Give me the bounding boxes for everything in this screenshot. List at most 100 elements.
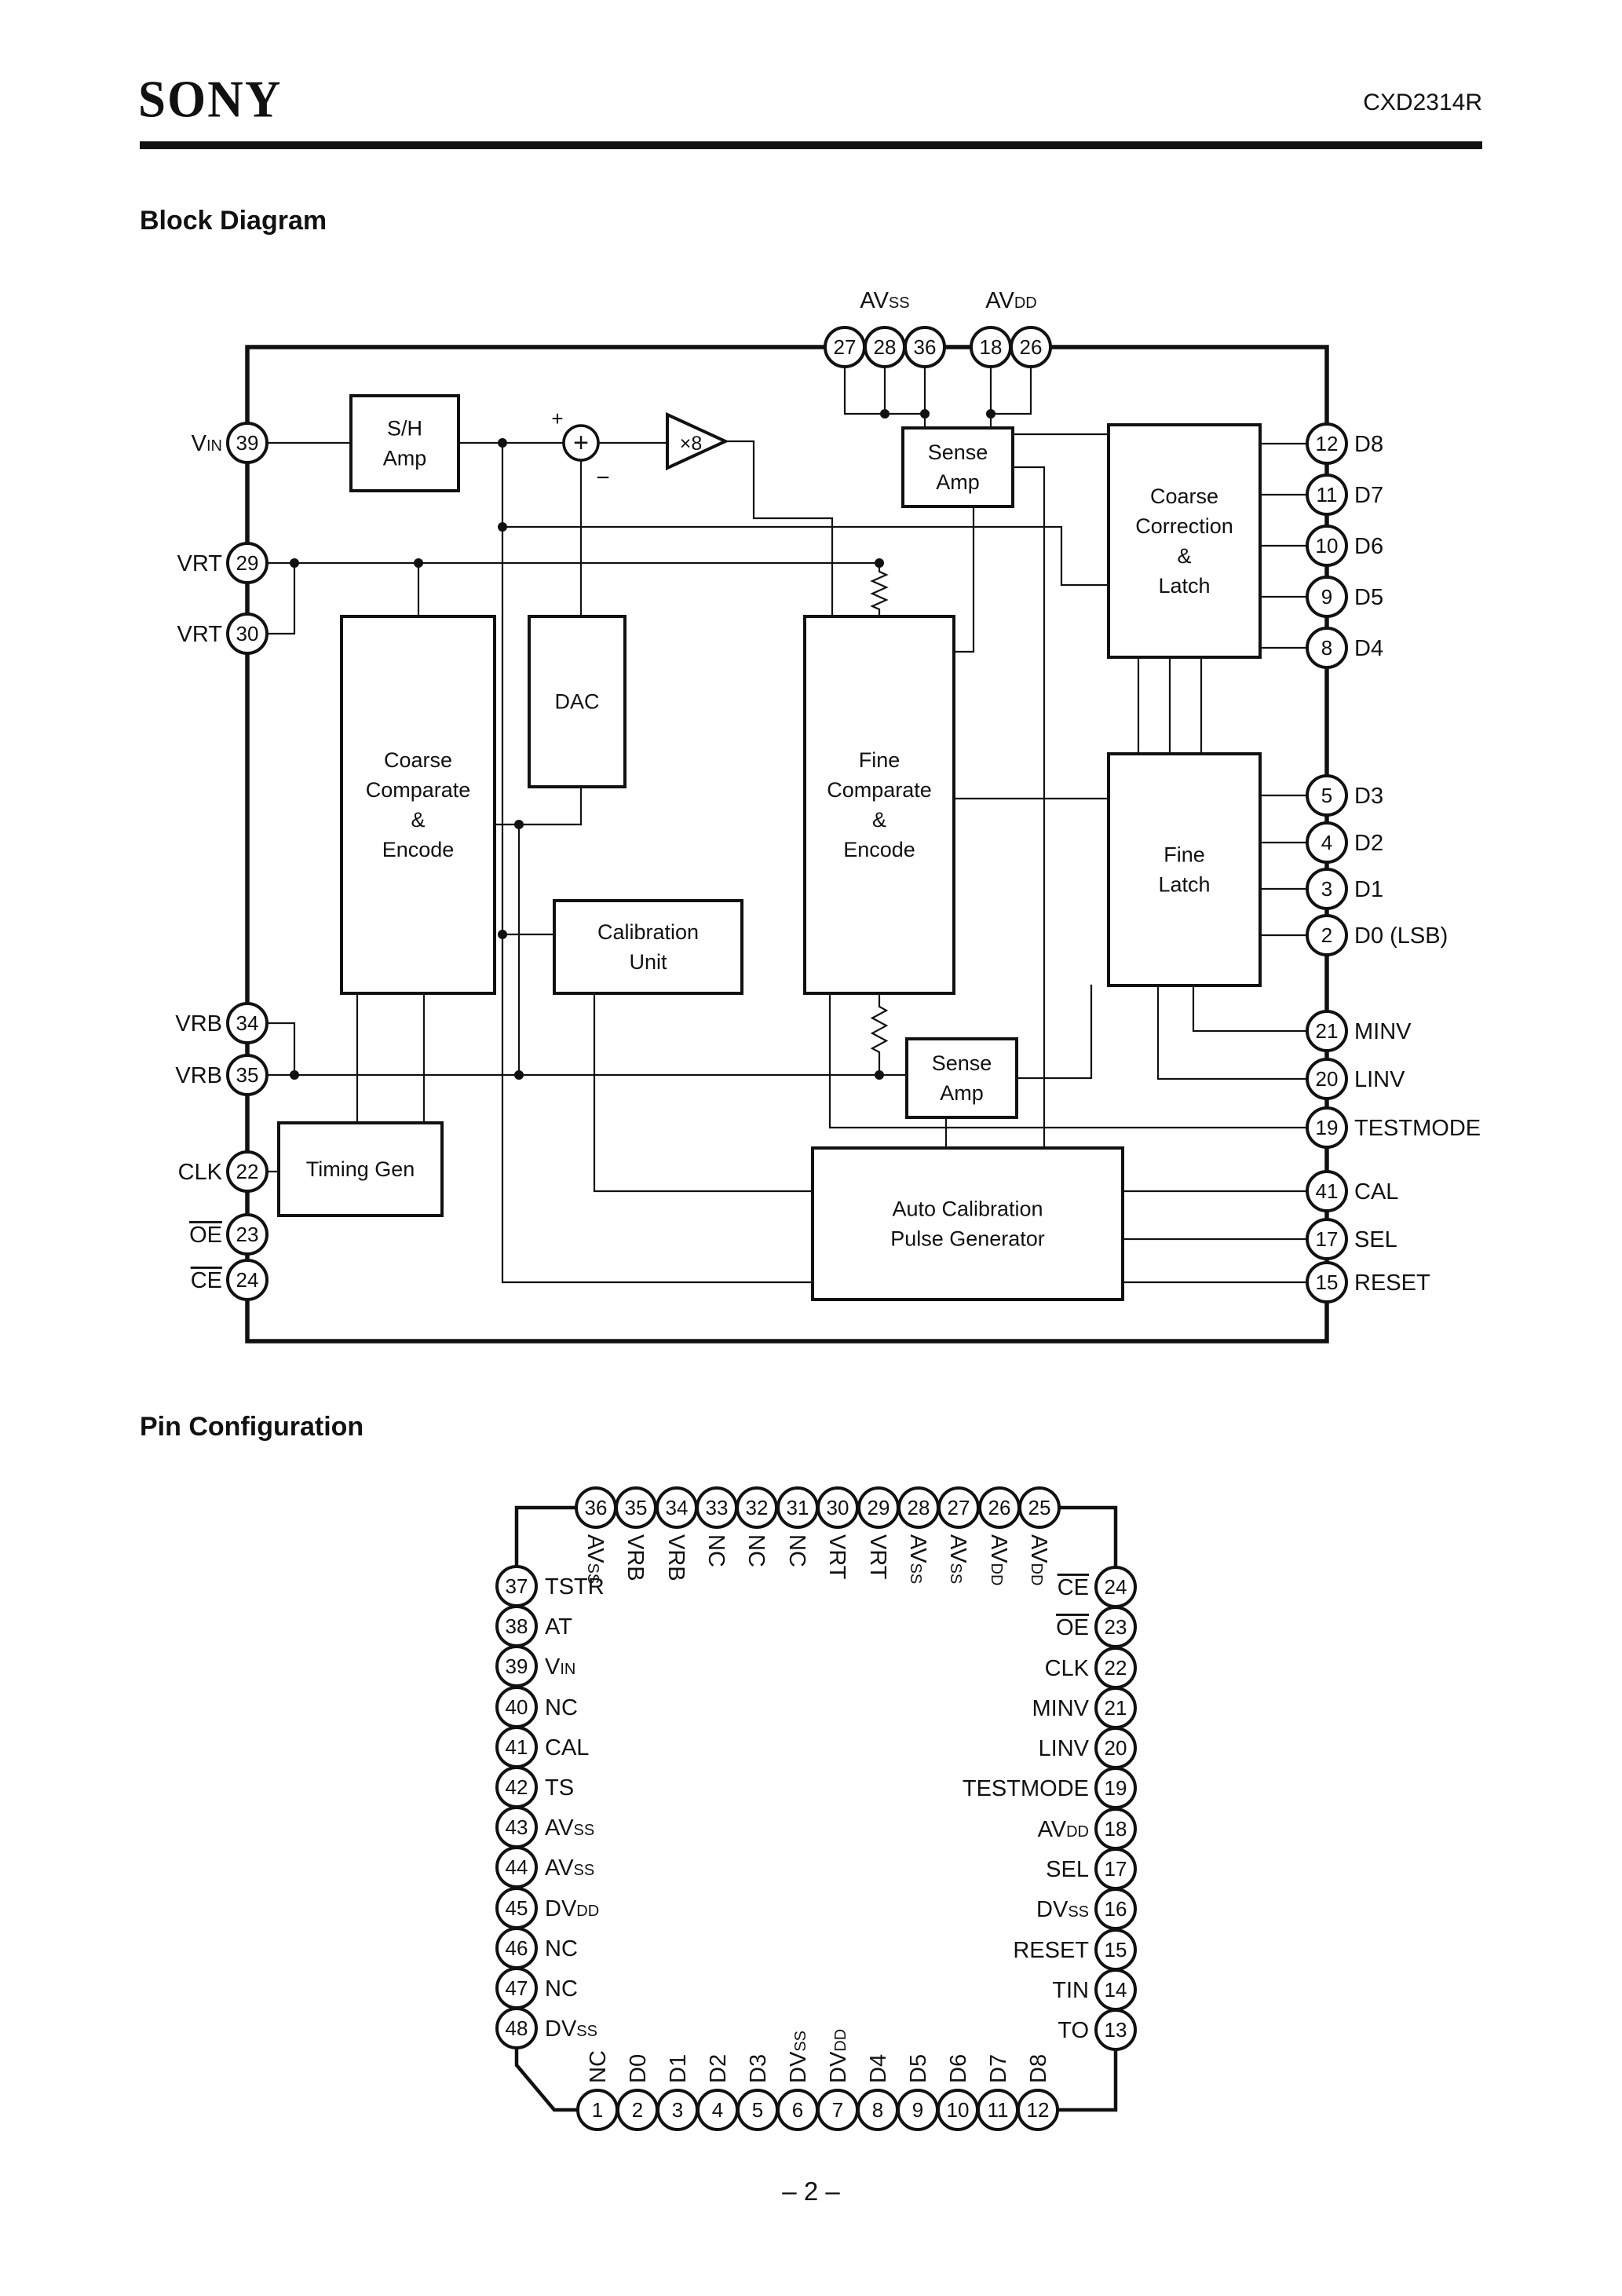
svg-text:16: 16 [1105, 1897, 1127, 1921]
pin-20: 20 [1306, 1058, 1348, 1100]
block-label: Pulse Generator [890, 1227, 1045, 1251]
block-sh-amp: S/H Amp [349, 394, 460, 492]
wires [265, 365, 1309, 1284]
svg-text:32: 32 [746, 1496, 769, 1519]
pin-34: 34 [656, 1486, 698, 1529]
block-label: Sense [928, 441, 988, 464]
pin-29: 29 [226, 542, 269, 584]
cfg-label-1: NC [586, 2050, 611, 2083]
cfg-label-32: NC [743, 1534, 769, 1567]
block-label: Amp [936, 470, 980, 494]
pin-39: 39 [495, 1645, 538, 1687]
svg-text:17: 17 [1105, 1857, 1127, 1881]
block-label: Amp [383, 447, 427, 470]
pin-45: 45 [495, 1887, 538, 1929]
pin-28: 28 [864, 326, 906, 368]
pin-35: 35 [226, 1054, 269, 1096]
pin-label-3: D1 [1354, 877, 1383, 902]
cfg-label-31: NC [784, 1534, 809, 1567]
cfg-label-25: AVDD [1026, 1534, 1051, 1585]
pin-label-11: D7 [1354, 483, 1383, 508]
svg-text:3: 3 [672, 2098, 683, 2122]
supply-label: AVSS [860, 288, 909, 313]
block-label: Latch [1158, 574, 1210, 598]
cfg-label-40: NC [545, 1695, 578, 1720]
header-rule [140, 141, 1482, 149]
pin-29: 29 [857, 1486, 900, 1529]
pin-2: 2 [1306, 914, 1348, 956]
pin-label-41: CAL [1354, 1179, 1398, 1205]
svg-text:31: 31 [787, 1496, 809, 1519]
section-title-block-diagram: Block Diagram [140, 206, 327, 236]
pin-12: 12 [1306, 422, 1348, 465]
svg-text:40: 40 [506, 1695, 528, 1719]
pin-label-4: D2 [1354, 831, 1383, 856]
pin-22: 22 [1094, 1647, 1137, 1689]
cfg-label-47: NC [545, 1976, 578, 2002]
pin-4: 4 [1306, 821, 1348, 864]
pin-47: 47 [495, 1967, 538, 2009]
svg-text:26: 26 [988, 1496, 1011, 1519]
pin-40: 40 [495, 1686, 538, 1728]
svg-text:2: 2 [632, 2098, 643, 2122]
svg-text:15: 15 [1105, 1938, 1127, 1961]
pin-label-15: RESET [1354, 1270, 1430, 1296]
pin-22: 22 [226, 1150, 269, 1193]
svg-text:12: 12 [1316, 432, 1339, 455]
svg-text:11: 11 [988, 2098, 1009, 2122]
sony-logo: SONY [138, 70, 283, 129]
svg-text:35: 35 [625, 1496, 648, 1519]
pin-2: 2 [616, 2089, 659, 2131]
pin-8: 8 [857, 2089, 899, 2131]
block-label: Unit [629, 950, 667, 974]
cfg-label-45: DVDD [545, 1896, 599, 1921]
svg-text:29: 29 [868, 1496, 890, 1519]
pin-10: 10 [1306, 525, 1348, 567]
pin-39: 39 [226, 422, 269, 464]
supply-label: AVDD [985, 288, 1036, 313]
svg-text:13: 13 [1105, 2018, 1127, 2042]
svg-text:9: 9 [1321, 585, 1332, 609]
cfg-label-43: AVSS [545, 1815, 594, 1841]
cfg-label-23: OE [1056, 1615, 1089, 1640]
svg-text:3: 3 [1321, 877, 1332, 901]
block-label: Coarse [384, 748, 452, 772]
pin-17: 17 [1094, 1848, 1137, 1890]
block-label: S/H [387, 417, 422, 441]
cfg-label-6: DVSS [786, 2031, 811, 2083]
svg-text:34: 34 [236, 1011, 259, 1035]
plus-input-label: + [551, 407, 563, 430]
pin-14: 14 [1094, 1969, 1137, 2011]
svg-text:28: 28 [874, 335, 897, 359]
pin-5: 5 [1306, 774, 1348, 817]
pin-35: 35 [615, 1486, 657, 1529]
pin-27: 27 [824, 326, 866, 368]
pin-44: 44 [495, 1846, 538, 1888]
cfg-label-14: TIN [1052, 1978, 1089, 2003]
pin-label-9: D5 [1354, 585, 1383, 610]
pin-label-30: VRT [177, 622, 223, 647]
pin-label-35: VRB [175, 1063, 222, 1088]
svg-text:22: 22 [236, 1160, 259, 1183]
svg-text:39: 39 [506, 1654, 528, 1678]
pin-21: 21 [1306, 1010, 1348, 1052]
pin-11: 11 [1306, 473, 1348, 516]
cfg-label-17: SEL [1046, 1857, 1089, 1882]
svg-text:23: 23 [236, 1223, 259, 1246]
cfg-label-24: CE [1058, 1575, 1089, 1600]
cfg-label-35: VRB [623, 1534, 648, 1581]
part-number: CXD2314R [1363, 90, 1482, 115]
pin-4: 4 [696, 2089, 739, 2131]
pin-24: 24 [1094, 1566, 1137, 1608]
cfg-label-4: D2 [706, 2054, 731, 2083]
cfg-label-26: AVDD [986, 1534, 1011, 1585]
cfg-label-30: VRT [824, 1534, 849, 1580]
pin-24: 24 [226, 1259, 269, 1301]
pin-31: 31 [776, 1486, 819, 1529]
cfg-label-38: AT [545, 1614, 572, 1640]
svg-text:26: 26 [1020, 335, 1043, 359]
cfg-label-33: NC [703, 1534, 729, 1567]
pin-9: 9 [1306, 576, 1348, 618]
